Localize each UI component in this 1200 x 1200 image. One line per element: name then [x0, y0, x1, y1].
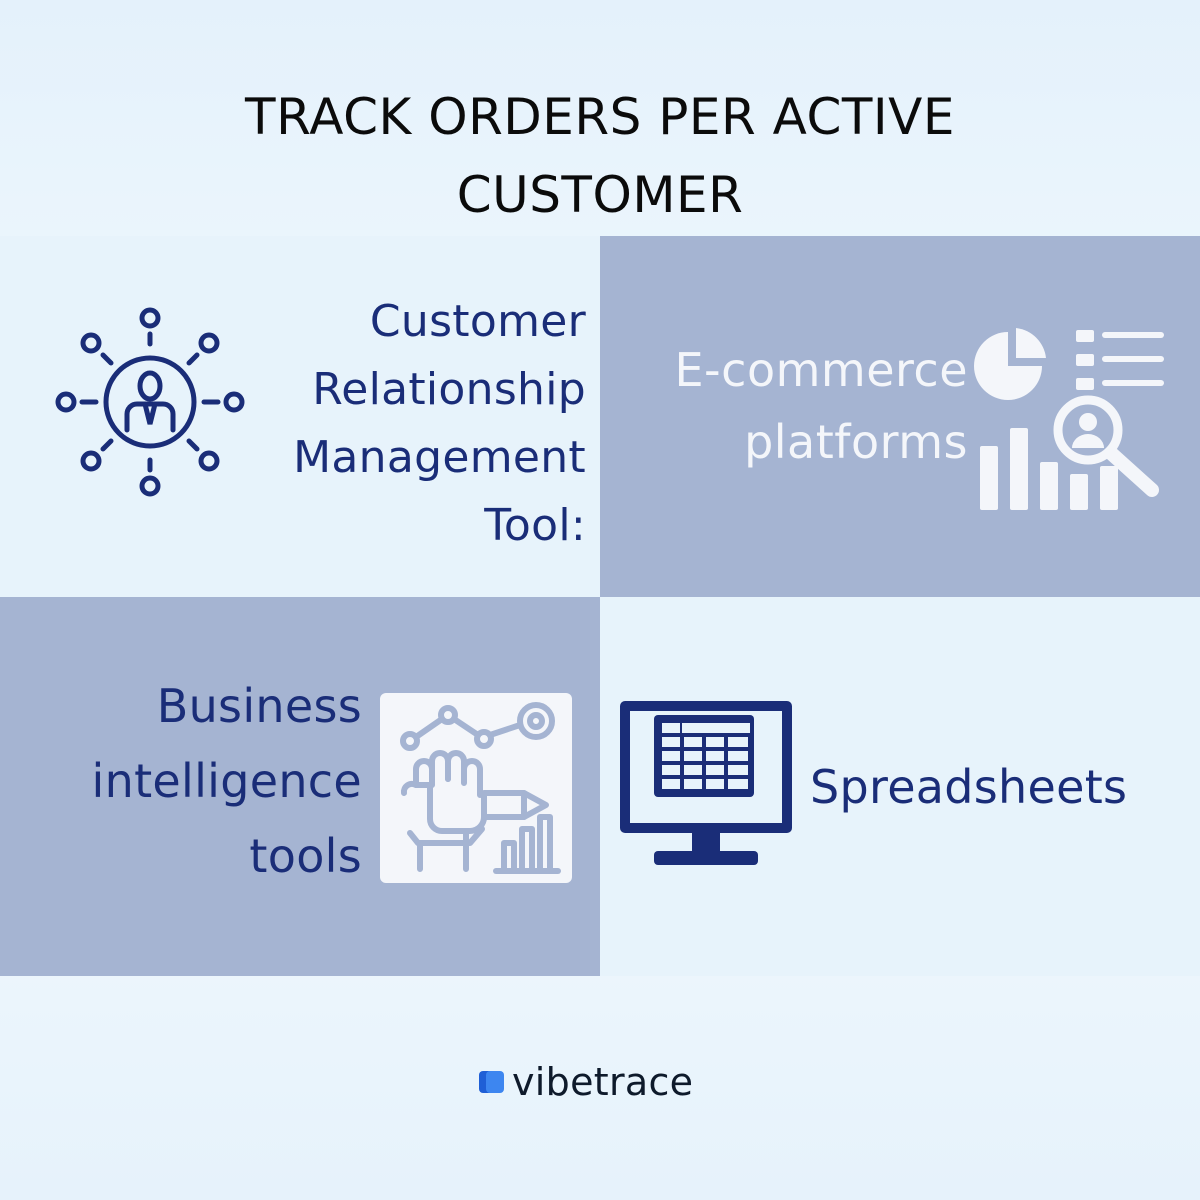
hand-pen-chart-icon	[380, 693, 572, 883]
title-line-2: CUSTOMER	[456, 166, 744, 224]
brand-name: vibetrace	[512, 1060, 694, 1104]
ecommerce-label: E-commerce platforms	[674, 334, 968, 478]
bi-label-line-2: intelligence	[91, 754, 362, 808]
bi-tile: Business intelligence tools	[0, 597, 600, 976]
ecommerce-label-line-2: platforms	[744, 415, 968, 469]
crm-label-line-1: Customer	[369, 296, 586, 347]
network-person-icon	[55, 307, 245, 497]
spreadsheets-label-line-1: Spreadsheets	[810, 760, 1128, 814]
spreadsheets-tile: Spreadsheets	[600, 597, 1200, 976]
crm-tile: Customer Relationship Management Tool:	[0, 236, 600, 597]
crm-label-line-4: Tool:	[484, 500, 586, 551]
analytics-search-icon	[974, 328, 1164, 510]
title-line-1: TRACK ORDERS PER ACTIVE	[245, 88, 955, 146]
bi-label-line-3: tools	[249, 829, 362, 883]
page-title: TRACK ORDERS PER ACTIVE CUSTOMER	[0, 78, 1200, 234]
bi-label: Business intelligence tools	[92, 669, 362, 894]
brand-logo: vibetrace	[478, 1058, 693, 1106]
ecommerce-tile: E-commerce platforms	[600, 236, 1200, 597]
vibetrace-logo-icon	[479, 1071, 504, 1093]
monitor-spreadsheet-icon	[620, 701, 792, 865]
bi-label-line-1: Business	[156, 679, 362, 733]
ecommerce-label-line-1: E-commerce	[674, 343, 968, 397]
spreadsheets-label: Spreadsheets	[810, 752, 1127, 822]
crm-label: Customer Relationship Management Tool:	[293, 288, 586, 560]
crm-label-line-3: Management	[293, 432, 586, 483]
crm-label-line-2: Relationship	[312, 364, 586, 415]
